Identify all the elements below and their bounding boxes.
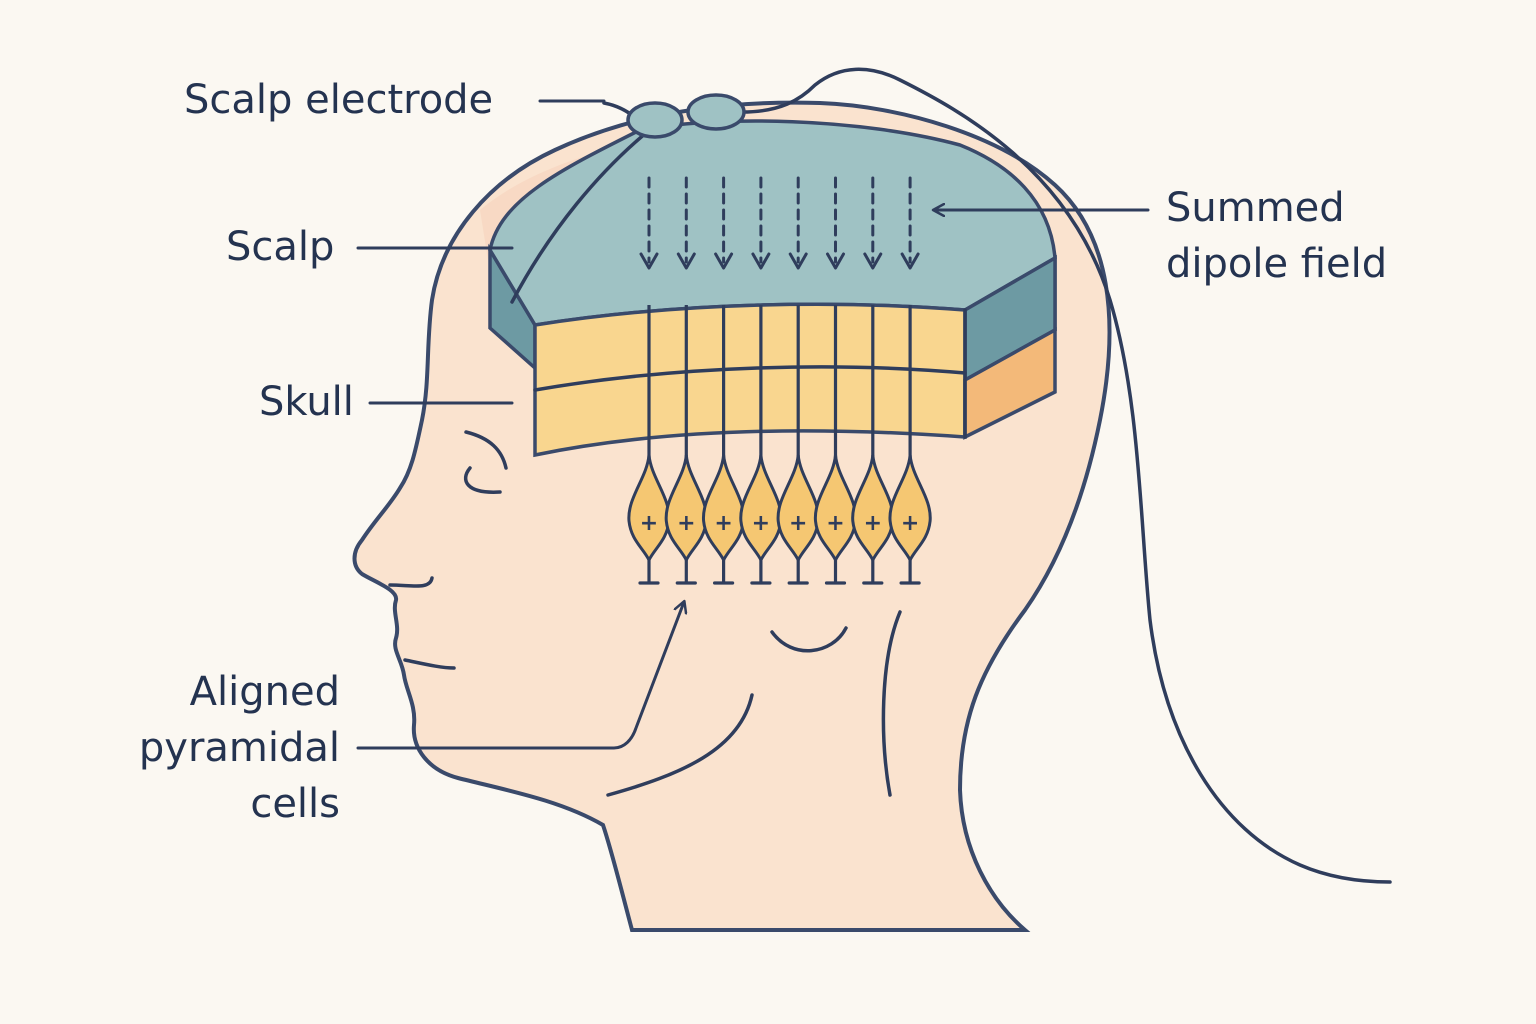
aligned-pyramidal-cells-line-3: cells	[250, 781, 340, 827]
dipole-arrow	[863, 176, 883, 270]
neck-line	[881, 610, 902, 797]
dipole-arrow	[714, 176, 734, 270]
dipole-arrow	[751, 176, 771, 270]
dipole-arrow	[900, 176, 920, 270]
pyramidal-cell-array: + + + + + + + +	[627, 305, 932, 585]
cell-polarity-sign: +	[714, 511, 732, 536]
pyramidal-cell: +	[888, 305, 932, 585]
summed-dipole-field-line-2: dipole field	[1166, 241, 1388, 287]
pyramidal-cell: +	[664, 305, 708, 585]
nose-line	[388, 576, 434, 588]
summed-dipole-field-label: Summed dipole field	[1166, 180, 1387, 292]
dipole-arrow	[639, 176, 659, 270]
electrode-cable	[740, 67, 1392, 884]
electrode-wire-scalp	[510, 126, 654, 304]
pyramidal-cell: +	[776, 305, 820, 585]
pyramidal-cells-leader	[356, 602, 684, 750]
cell-polarity-sign: +	[640, 511, 658, 536]
pyramidal-cell: +	[851, 305, 895, 585]
pyramidal-cell: +	[813, 305, 858, 585]
cell-polarity-sign: +	[826, 511, 844, 536]
pyramidal-cell: +	[627, 305, 671, 585]
cell-polarity-sign: +	[864, 511, 882, 536]
scalp-electrode-1	[626, 101, 684, 139]
aligned-pyramidal-cells-line-2: pyramidal	[138, 725, 340, 771]
aligned-pyramidal-cells-label: Aligned pyramidal cells	[118, 664, 340, 832]
mouth	[403, 658, 456, 670]
pyramidal-cell: +	[702, 305, 746, 585]
skull-label: Skull	[259, 379, 354, 425]
eyebrow	[464, 430, 508, 470]
scalp-electrode-2	[686, 93, 746, 131]
dipole-field-arrows	[639, 176, 920, 270]
summed-dipole-field-line-1: Summed	[1166, 185, 1345, 231]
ear	[770, 626, 848, 653]
eye	[464, 466, 502, 494]
cell-polarity-sign: +	[789, 511, 807, 536]
jaw-line	[606, 693, 754, 797]
scalp-electrode-label: Scalp electrode	[184, 77, 494, 123]
scalp-label: Scalp	[226, 224, 335, 270]
cell-polarity-sign: +	[677, 511, 695, 536]
dipole-arrow	[676, 176, 696, 270]
dipole-arrow	[826, 176, 845, 270]
cell-polarity-sign: +	[901, 511, 919, 536]
pyramidal-cell: +	[739, 305, 783, 585]
aligned-pyramidal-cells-line-1: Aligned	[189, 669, 340, 715]
skull-layer-divider	[533, 365, 967, 392]
cell-polarity-sign: +	[752, 511, 770, 536]
dipole-arrow	[788, 176, 808, 270]
